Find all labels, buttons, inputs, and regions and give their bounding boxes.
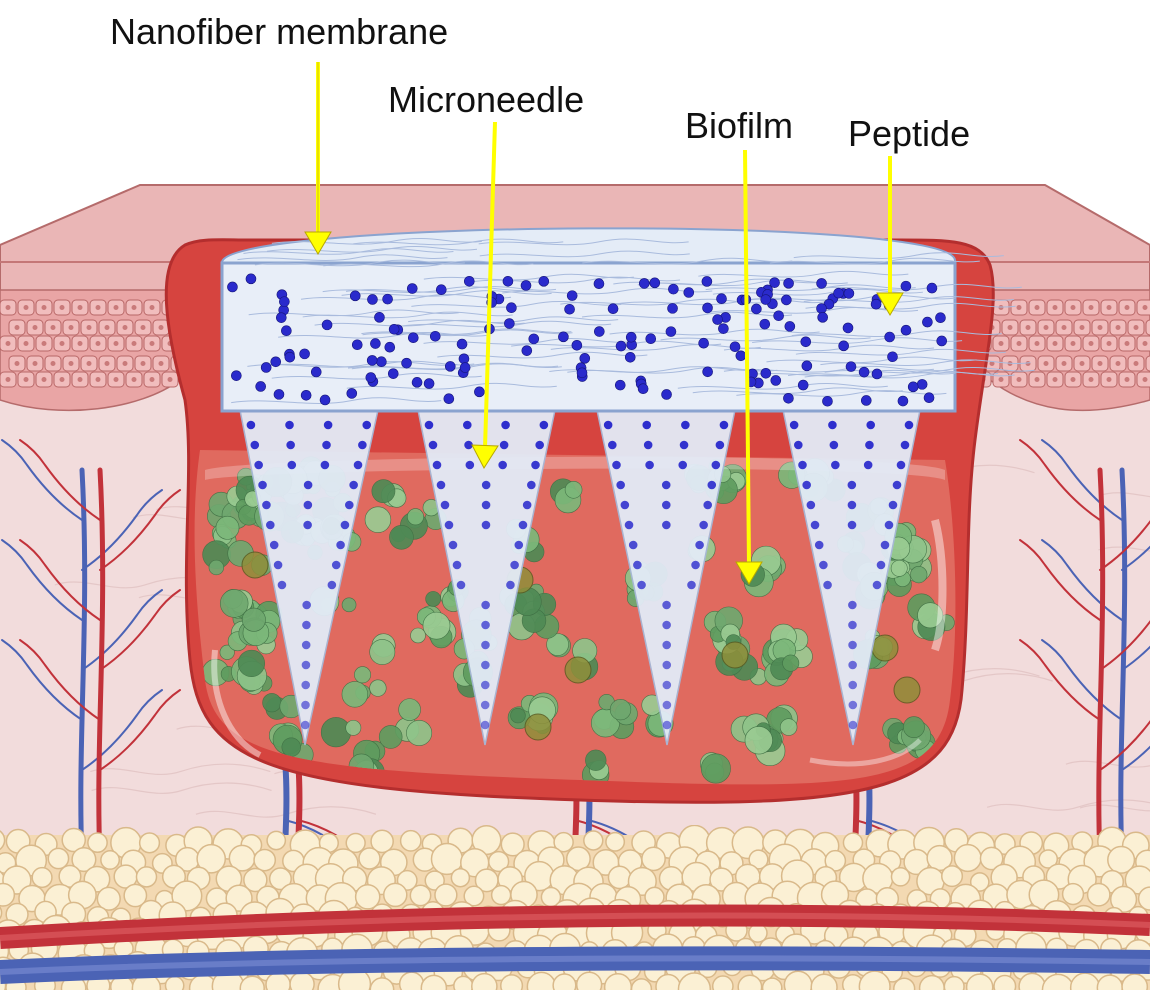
label-biofilm: Biofilm bbox=[685, 108, 793, 144]
label-peptide: Peptide bbox=[848, 116, 970, 152]
label-nanofiber-membrane: Nanofiber membrane bbox=[110, 14, 448, 50]
label-microneedle: Microneedle bbox=[388, 82, 584, 118]
